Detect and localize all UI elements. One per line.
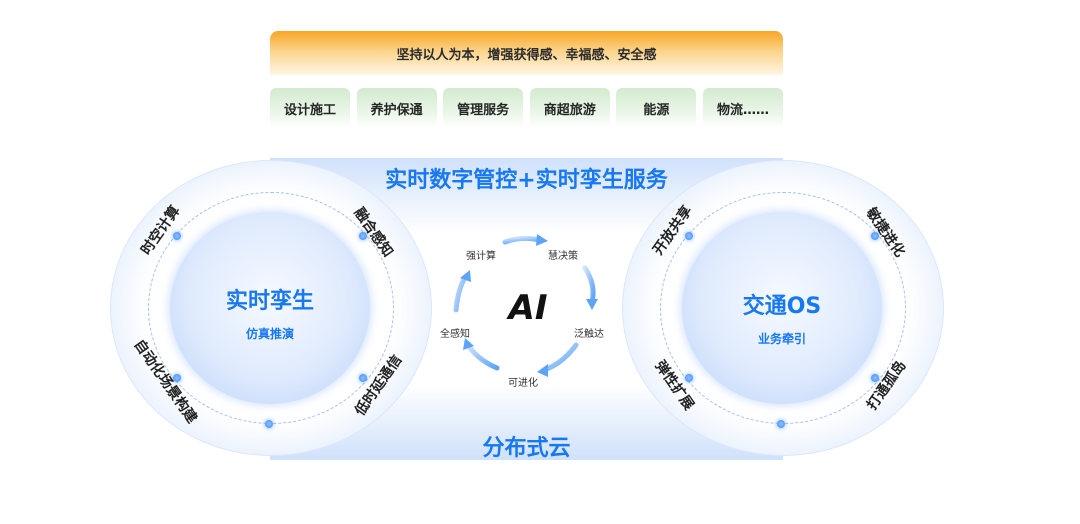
right-circle-subtitle: 业务牵引 [757,332,806,346]
left-circle-subtitle: 仿真推演 [245,327,294,341]
top-banner-text: 坚持以人为本，增强获得感、幸福感、安全感 [396,47,657,63]
cycle-label-full-perception: 全感知 [440,329,470,340]
cycle-label-wide-reach: 泛触达 [574,329,604,340]
sector-energy: 能源 [616,88,697,128]
cycle-label-strong-compute: 强计算 [466,251,496,262]
left-ring-dot [359,232,367,240]
sector-maintenance: 养护保通 [356,88,437,128]
band-top-title: 实时数字管控+实时孪生服务 [385,168,668,193]
band-bottom-title: 分布式云 [482,436,571,461]
right-ring-dot [871,374,879,382]
sector-logistics: 物流…… [702,88,783,128]
sector-commerce-tourism: 商超旅游 [529,88,610,128]
sector-design-construction: 设计施工 [270,88,350,128]
right-circle-title: 交通OS [742,294,822,319]
left-ring-dot [173,232,181,240]
right-ring-dot [685,374,693,382]
sector-management: 管理服务 [443,88,524,128]
right-inner-circle [682,212,882,404]
sector-row: 设计施工 养护保通 管理服务 商超旅游 能源 物流…… [270,88,783,128]
left-circle-title: 实时孪生 [225,289,314,314]
top-banner: 坚持以人为本，增强获得感、幸福感、安全感 [270,31,783,75]
right-ring-dot [777,420,785,428]
cycle-label-smart-decision: 慧决策 [548,251,578,262]
left-inner-circle [170,212,370,404]
right-ring-dot [871,232,879,240]
left-ring-dot [359,374,367,382]
cycle-label-evolvable: 可进化 [508,378,538,389]
ai-center-label: AI [508,288,548,328]
left-ring-dot [265,420,273,428]
right-ring-dot [685,232,693,240]
left-ring-dot [173,374,181,382]
